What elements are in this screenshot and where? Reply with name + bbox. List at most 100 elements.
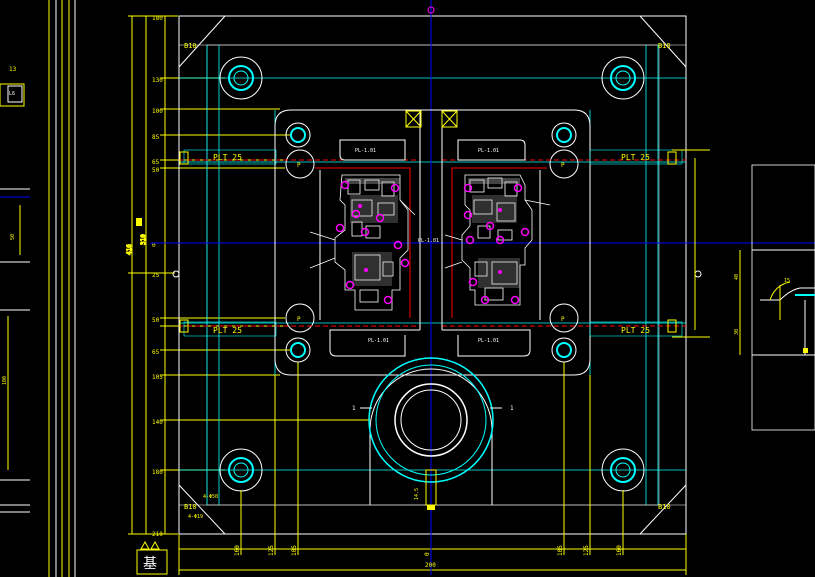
plt-label-tr: PLT 25 — [621, 153, 650, 162]
cavity-right-ejector-pins — [463, 183, 530, 305]
left-detail-view: 13 L6 50 100 — [0, 66, 30, 513]
bottom-dim-value: 160 — [234, 545, 241, 556]
left-dim-value: 100 — [152, 108, 163, 115]
left-dim-100: 100 — [2, 376, 8, 385]
pl-label-tl: PL-1.01 — [355, 148, 376, 154]
b10-bottom-left: B10 — [184, 503, 197, 511]
pl-label-bl: PL-1.01 — [368, 338, 389, 344]
pl-label-center: PL-1.01 — [418, 238, 439, 244]
left-dim-value: 180 — [152, 469, 163, 476]
p-marker-br: P — [561, 316, 565, 323]
datum-symbol: 基 — [136, 540, 168, 575]
datum-glyph: 基 — [143, 555, 157, 572]
cavity-right — [444, 174, 551, 306]
ring-mark-right: 1 — [510, 405, 514, 412]
top-center-marker — [427, 6, 435, 14]
inner-pins — [285, 122, 579, 363]
left-dim-value: 65 — [152, 159, 160, 166]
cavity-left-ejector-pins — [335, 180, 410, 305]
left-dim-value: 85 — [152, 134, 160, 141]
b10-bottom-right: B10 — [658, 503, 671, 511]
ejector-pin — [465, 235, 475, 245]
insert-block — [274, 109, 591, 376]
bottom-dimension-chain — [178, 362, 687, 575]
ejector-pin — [390, 183, 400, 193]
bottom-dim-value: 105 — [557, 545, 564, 556]
left-dimension-chain: 416 310 — [126, 15, 370, 535]
cavity-left-fill — [345, 178, 400, 286]
dim-14-5: 14.5 — [414, 488, 420, 500]
ejector-pin — [510, 295, 520, 305]
left-dim-value: 25 — [152, 272, 160, 279]
left-dim-value: 50 — [152, 167, 160, 174]
bottom-dim-value: 125 — [583, 545, 590, 556]
ejector-pin — [463, 183, 473, 193]
sprue-bushing — [360, 357, 502, 510]
ejector-pin — [375, 213, 385, 223]
right-side-view: 40 30 15 — [734, 164, 815, 431]
ejector-pin — [468, 277, 478, 287]
ring-mark-left: 1 — [352, 405, 356, 412]
plt-labels: PLT 25 PLT 25 PLT 25 PLT 25 — [183, 149, 683, 337]
left-center-marker — [172, 270, 180, 278]
right-dim-15: 15 — [784, 278, 790, 284]
ejector-pin — [340, 180, 350, 190]
aux-lines — [179, 45, 686, 505]
right-dim-40: 40 — [734, 274, 740, 280]
ejector-pin — [485, 221, 495, 231]
guide-pin-top-left — [219, 56, 263, 100]
p-marker-bl: P — [297, 316, 301, 323]
ejector-pin — [480, 295, 490, 305]
left-total-dim: 416 — [126, 244, 133, 255]
left-dim-value: 105 — [152, 374, 163, 381]
left-dim-value: 0 — [152, 242, 156, 249]
left-inner-dim: 310 — [140, 234, 147, 245]
bottom-dim-value: 125 — [268, 545, 275, 556]
guide-pin-top-right — [601, 56, 645, 100]
b10-top-right: B10 — [658, 42, 671, 50]
plt-label-tl: PLT 25 — [213, 153, 242, 162]
cavity-left — [309, 174, 416, 311]
b10-top-left: B10 — [184, 42, 197, 50]
p-marker-tr: P — [561, 162, 565, 169]
left-dim-value: 50 — [152, 317, 160, 324]
right-center-marker — [694, 270, 702, 278]
center-lines — [150, 0, 740, 550]
ejector-pin — [495, 235, 505, 245]
guide-pin-bottom-left — [219, 448, 263, 492]
cavity-right-fill — [468, 178, 520, 288]
plt-label-bl: PLT 25 — [213, 326, 242, 335]
pl-label-br: PL-1.01 — [478, 338, 499, 344]
left-dim-50: 50 — [10, 234, 16, 240]
bottom-total-dim: 200 — [425, 562, 436, 569]
bottom-dim-value: 160 — [616, 545, 623, 556]
left-dim-l6: L6 — [9, 91, 15, 97]
ejector-pin — [520, 227, 530, 237]
left-dim-13: 13 — [9, 66, 17, 73]
ejector-pin — [400, 258, 410, 268]
ejector-pin — [383, 295, 393, 305]
plt-label-br: PLT 25 — [621, 326, 650, 335]
pl-label-tr: PL-1.01 — [478, 148, 499, 154]
left-dim-value: 140 — [152, 419, 163, 426]
left-dim-value: 210 — [152, 531, 163, 538]
ejector-pin — [351, 209, 361, 219]
left-dim-value: 180 — [152, 15, 163, 22]
annotation-phi50: 4-Φ50 — [203, 494, 218, 500]
ejector-pin — [463, 210, 473, 220]
ejector-pin — [393, 240, 403, 250]
runner-system — [315, 110, 547, 357]
plt-dim-ticks — [179, 149, 710, 338]
ejector-pin — [345, 280, 355, 290]
annotation-phi19: 4-Φ19 — [188, 514, 203, 520]
ejector-pin — [360, 227, 370, 237]
ejector-pin — [335, 223, 345, 233]
right-dim-30: 30 — [734, 329, 740, 335]
corner-guide-pins — [219, 56, 645, 492]
bottom-dim-value: 0 — [424, 552, 431, 556]
left-dim-value: 65 — [152, 349, 160, 356]
p-marker-tl: P — [297, 162, 301, 169]
left-dim-value: 130 — [152, 77, 163, 84]
left-edge-lines — [48, 0, 76, 577]
